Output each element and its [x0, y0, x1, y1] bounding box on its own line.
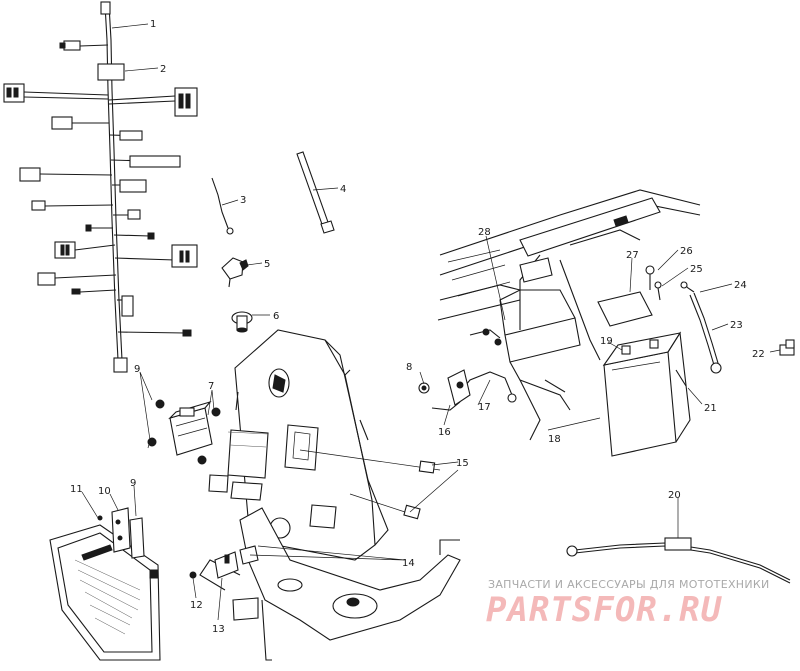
latch-10 — [97, 507, 159, 579]
wire-lead-3 — [211, 177, 234, 235]
bolts-15 — [299, 449, 441, 520]
callout-21: 21 — [704, 403, 717, 414]
callout-14: 14 — [402, 558, 415, 569]
cdi-module — [147, 399, 221, 465]
callout-9a: 9 — [134, 364, 140, 375]
callout-22: 22 — [752, 349, 765, 360]
callout-17: 17 — [478, 402, 491, 413]
rod-4 — [296, 151, 335, 234]
callout-1: 1 — [150, 19, 156, 30]
callout-10: 10 — [98, 486, 111, 497]
wiring-harness — [3, 1, 198, 373]
callout-7: 7 — [208, 381, 214, 392]
cable-20 — [566, 537, 791, 584]
hardware-25-26 — [645, 265, 662, 301]
leader-lines — [81, 23, 781, 621]
callout-20: 20 — [668, 490, 681, 501]
lower-frame — [199, 507, 461, 661]
callout-24: 24 — [734, 280, 747, 291]
cable-23 — [680, 281, 722, 374]
callout-12: 12 — [190, 600, 203, 611]
callout-15: 15 — [456, 458, 469, 469]
battery — [597, 291, 691, 457]
callout-27: 27 — [626, 250, 639, 261]
callout-6: 6 — [273, 311, 279, 322]
clips-12-13-14 — [189, 545, 259, 579]
callout-5: 5 — [264, 259, 270, 270]
callout-23: 23 — [730, 320, 743, 331]
mounting-panel — [208, 329, 389, 561]
callout-16: 16 — [438, 427, 451, 438]
watermark-tagline: ЗАПЧАСТИ И АКСЕССУАРЫ ДЛЯ МОТОТЕХНИКИ — [488, 578, 770, 591]
watermark-logo: PARTSFOR.RU — [486, 590, 723, 630]
callout-13: 13 — [212, 624, 225, 635]
callout-19: 19 — [600, 336, 613, 347]
wire-16-17 — [431, 328, 517, 411]
battery-tray — [499, 257, 581, 441]
upper-frame — [437, 189, 701, 361]
callout-9b: 9 — [130, 478, 136, 489]
terminal-22 — [779, 339, 795, 356]
callout-8: 8 — [406, 362, 412, 373]
switch-5 — [221, 257, 249, 288]
nut-8 — [418, 382, 430, 394]
callouts: 1 2 3 4 5 6 7 8 9 9 10 11 12 13 14 15 16… — [70, 19, 765, 635]
guard-plate — [49, 524, 161, 661]
callout-26: 26 — [680, 246, 693, 257]
callout-11: 11 — [70, 484, 83, 495]
callout-4: 4 — [340, 184, 346, 195]
callout-28: 28 — [478, 227, 491, 238]
callout-25: 25 — [690, 264, 703, 275]
callout-18: 18 — [548, 434, 561, 445]
callout-3: 3 — [240, 195, 246, 206]
callout-2: 2 — [160, 64, 166, 75]
sensor-6 — [231, 311, 253, 333]
